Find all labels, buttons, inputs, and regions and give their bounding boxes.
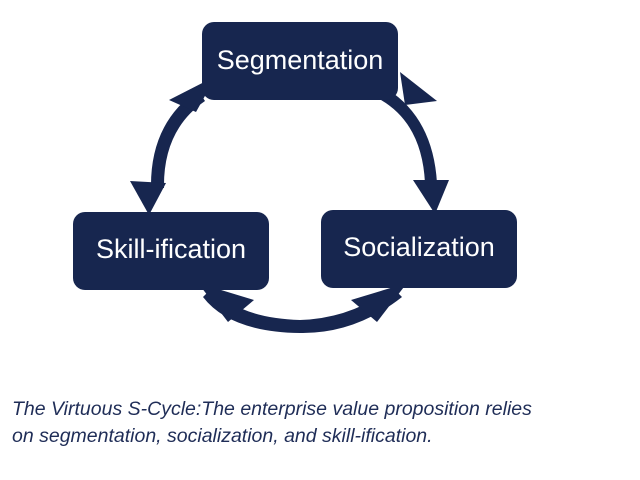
figure-caption: The Virtuous S-Cycle:The enterprise valu… [12,396,632,450]
caption-line-2: on segmentation, socialization, and skil… [12,425,433,447]
cycle-diagram: Segmentation Socialization Skill-ificati… [73,22,517,334]
node-socialization: Socialization [321,210,517,288]
caption-line-1: The Virtuous S-Cycle:The enterprise valu… [12,398,532,420]
arrowhead-near-segmentation [400,72,437,105]
node-socialization-box [321,210,517,288]
arrowhead-near-skillification [198,283,254,322]
arrow-segmentation-socialization [381,72,449,214]
node-skillification-box [73,212,269,290]
arrowhead-near-skillification-top [130,181,166,215]
arrowhead-near-socialization [413,180,449,214]
node-segmentation: Segmentation [202,22,398,100]
arc-socialization-skillification [203,287,402,334]
node-skillification: Skill-ification [73,212,269,290]
arrow-skillification-segmentation [130,76,216,215]
arrowhead-near-socialization-bottom [351,283,407,322]
node-skillification-label: Skill-ification [96,234,246,264]
arc-skillification-segmentation [150,90,205,188]
node-segmentation-box [202,22,398,100]
arc-segmentation-socialization [381,89,437,183]
node-segmentation-label: Segmentation [217,45,384,75]
node-socialization-label: Socialization [343,232,495,262]
arrow-socialization-skillification [198,283,407,334]
